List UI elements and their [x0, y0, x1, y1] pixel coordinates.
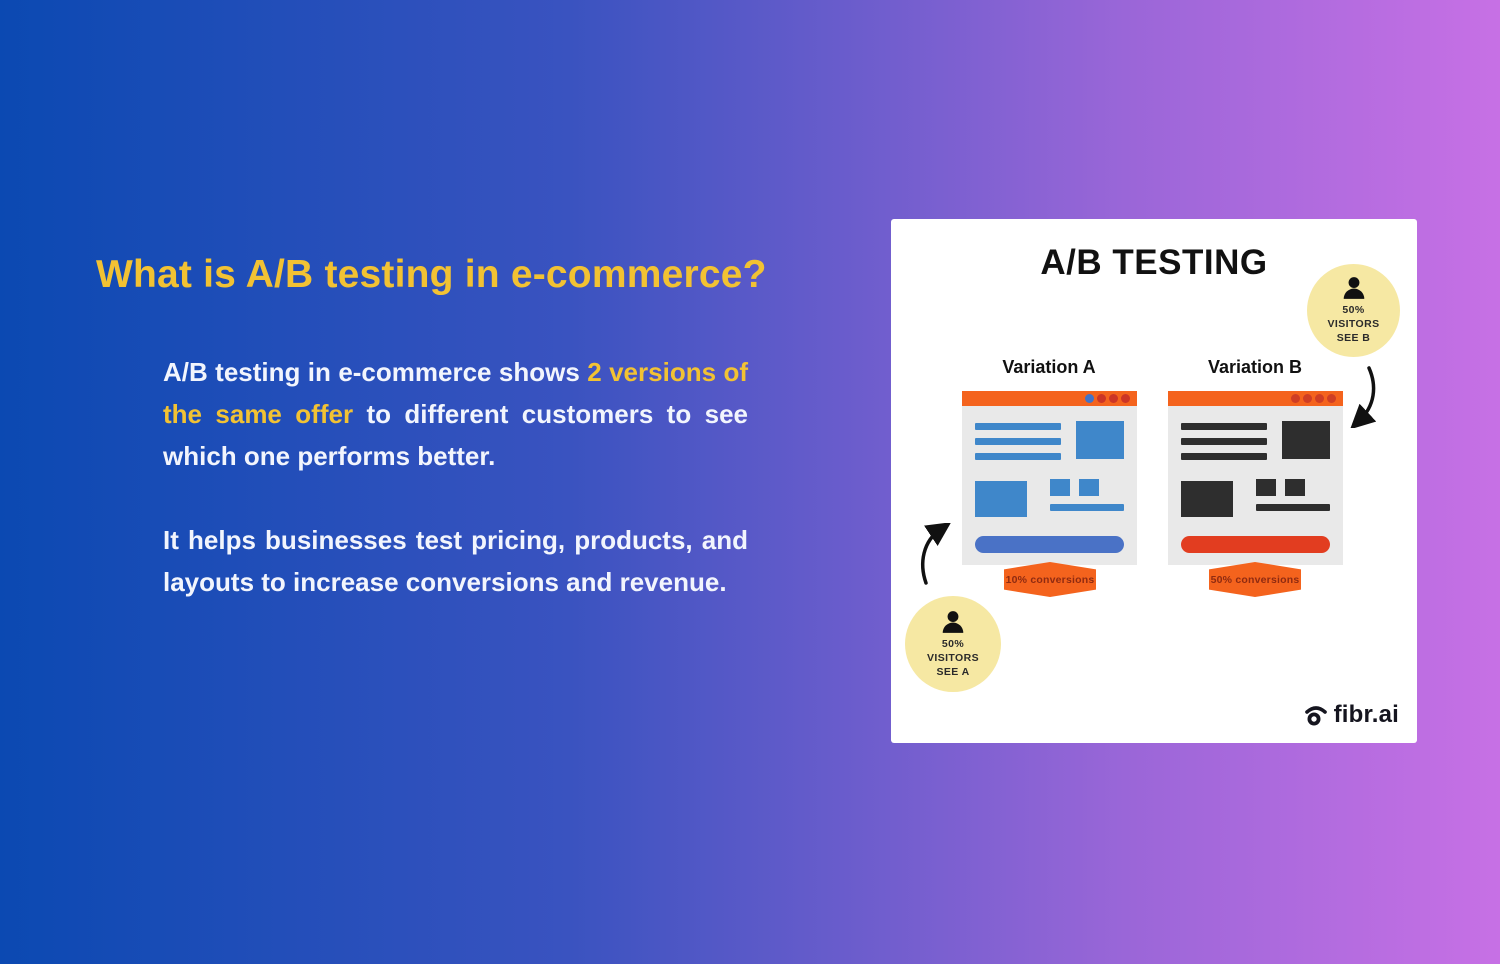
cta-button-placeholder — [1181, 536, 1330, 553]
paragraph-1-highlight: 2 versions of the same offer — [163, 357, 748, 429]
thumbnail-placeholder — [1256, 479, 1276, 496]
variation-a-mockup — [962, 391, 1137, 565]
image-placeholder — [1076, 421, 1124, 459]
mockup-row-2 — [975, 479, 1124, 517]
person-icon — [1343, 277, 1364, 299]
person-icon — [942, 610, 964, 633]
browser-dot-icon — [1327, 394, 1336, 403]
variation-b-mockup — [1168, 391, 1343, 565]
image-placeholder — [975, 481, 1027, 517]
visitor-b-line-3: SEE B — [1336, 332, 1371, 344]
thumbnail-placeholder — [1285, 479, 1305, 496]
text-lines-placeholder — [1181, 421, 1267, 460]
browser-dot-icon — [1291, 394, 1300, 403]
paragraph-1-part1: A/B testing in e-commerce shows — [163, 357, 588, 387]
thumbnail-placeholder — [1050, 479, 1070, 496]
browser-dot-icon — [1121, 394, 1130, 403]
brand-logo-text: fibr.ai — [1333, 701, 1399, 728]
browser-topbar — [1168, 391, 1343, 406]
ab-testing-card: A/B TESTING 50% VISITORS SEE B 50% VISIT… — [891, 219, 1417, 743]
curved-arrow-down-icon — [1350, 366, 1377, 428]
body-copy: A/B testing in e-commerce shows 2 versio… — [163, 351, 748, 603]
fibr-logo-icon — [1304, 706, 1327, 726]
mockup-content — [1168, 406, 1343, 565]
paragraph-1-part2: to different customers to see which one … — [163, 399, 748, 471]
brand-logo: fibr.ai — [1303, 701, 1399, 729]
mockup-row-2 — [1181, 479, 1330, 517]
variation-a-label: Variation A — [1002, 357, 1096, 377]
text-line-placeholder — [1256, 504, 1330, 511]
visitor-b-line-1: 50% — [1342, 304, 1365, 316]
browser-topbar — [962, 391, 1137, 406]
mockup-row-1 — [1181, 421, 1330, 460]
browser-dot-icon — [1097, 394, 1106, 403]
variation-b-label: Variation B — [1207, 357, 1303, 377]
image-placeholder — [1181, 481, 1233, 517]
browser-dot-icon — [1303, 394, 1312, 403]
image-placeholder — [1282, 421, 1330, 459]
mockup-row-1 — [975, 421, 1124, 460]
visitor-circle-a: 50% VISITORS SEE A — [905, 596, 1001, 692]
browser-dot-icon — [1085, 394, 1094, 403]
conversion-badge-a: 10% conversions — [1004, 562, 1096, 597]
page-title: What is A/B testing in e-commerce? — [96, 253, 767, 296]
curved-arrow-up-icon — [921, 523, 951, 585]
browser-dot-icon — [1315, 394, 1324, 403]
visitor-b-line-2: VISITORS — [1327, 318, 1380, 330]
visitor-circle-b: 50% VISITORS SEE B — [1307, 264, 1400, 357]
visitor-a-line-1: 50% — [941, 637, 965, 650]
visitor-a-line-3: SEE A — [936, 665, 970, 678]
text-lines-placeholder — [975, 421, 1061, 460]
thumbnail-placeholder — [1079, 479, 1099, 496]
cta-button-placeholder — [975, 536, 1124, 553]
mockup-content — [962, 406, 1137, 565]
browser-dot-icon — [1109, 394, 1118, 403]
text-line-placeholder — [1050, 504, 1124, 511]
visitor-a-line-2: VISITORS — [926, 651, 980, 664]
paragraph-2: It helps businesses test pricing, produc… — [163, 525, 748, 597]
card-title: A/B TESTING — [1040, 243, 1268, 282]
conversion-badge-b: 50% conversions — [1209, 562, 1301, 597]
paragraph-1: A/B testing in e-commerce shows 2 versio… — [163, 351, 748, 477]
